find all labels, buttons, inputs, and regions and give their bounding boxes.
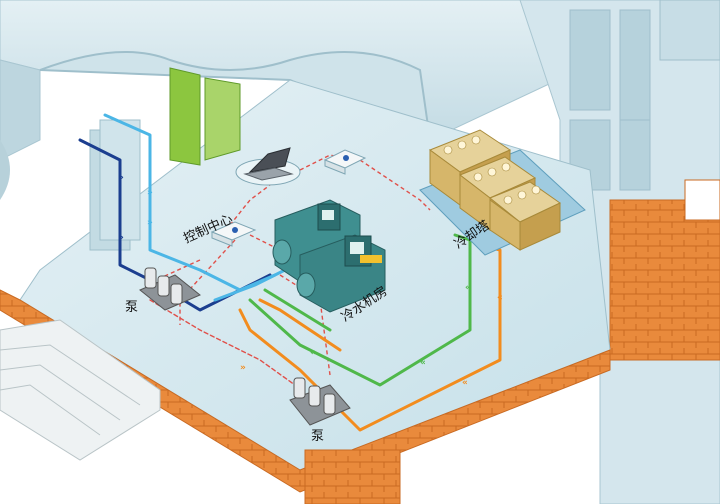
controller-box-center <box>210 221 257 247</box>
laptop-icon <box>235 147 301 186</box>
right-building <box>519 0 720 504</box>
chiller-units <box>272 199 386 313</box>
pump-left-label: 泵 <box>125 300 138 315</box>
flow-arrows: » » » » « « « « « » <box>118 173 503 388</box>
svg-text:«: « <box>420 358 426 368</box>
svg-text:«: « <box>465 283 471 293</box>
svg-text:»: » <box>147 188 153 198</box>
pump-group-bottom <box>289 377 351 426</box>
pump-group-left <box>139 267 201 311</box>
back-wall <box>0 0 601 200</box>
svg-text:«: « <box>310 348 316 358</box>
stairs <box>0 319 161 461</box>
svg-text:»: » <box>147 218 153 228</box>
svg-text:«: « <box>462 378 468 388</box>
controller-box-top <box>323 149 367 175</box>
svg-text:«: « <box>497 293 503 303</box>
svg-text:»: » <box>118 233 124 243</box>
cooling-tower <box>419 129 586 256</box>
svg-text:»: » <box>240 363 246 373</box>
svg-text:»: » <box>118 173 124 183</box>
pump-bottom-label: 泵 <box>311 429 324 444</box>
